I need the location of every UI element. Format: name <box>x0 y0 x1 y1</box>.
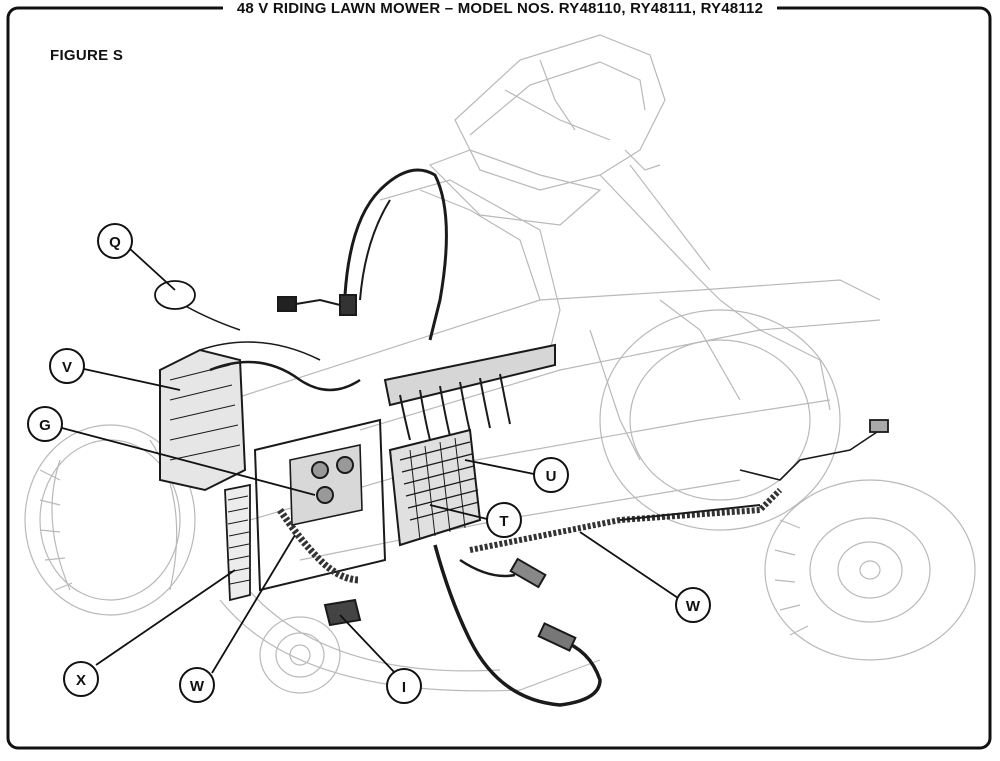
callout-w-right: W <box>675 587 711 623</box>
callout-i: I <box>386 668 422 704</box>
callout-w-left: W <box>179 667 215 703</box>
callout-w-right-label: W <box>686 598 701 615</box>
callouts: Q V G U T W X W <box>27 223 711 704</box>
callout-t-label: T <box>499 513 508 530</box>
callout-g-label: G <box>39 417 51 434</box>
callout-i-label: I <box>402 679 406 696</box>
callout-v: V <box>49 348 85 384</box>
callout-q: Q <box>97 223 133 259</box>
figure-label: FIGURE S <box>50 47 124 64</box>
wiring-and-components <box>159 168 889 707</box>
callout-q-label: Q <box>109 234 121 251</box>
callout-u: U <box>533 457 569 493</box>
clip-part-q <box>154 280 196 310</box>
callout-x-label: X <box>76 672 86 689</box>
header: 48 V RIDING LAWN MOWER – MODEL NOS. RY48… <box>0 0 1000 18</box>
leader-lines <box>61 247 679 674</box>
callout-w-left-label: W <box>190 678 205 695</box>
callout-x: X <box>63 661 99 697</box>
callout-v-label: V <box>62 359 72 376</box>
callout-g: G <box>27 406 63 442</box>
callout-u-label: U <box>546 468 557 485</box>
callout-t: T <box>486 502 522 538</box>
page-title: 48 V RIDING LAWN MOWER – MODEL NOS. RY48… <box>222 1 778 17</box>
